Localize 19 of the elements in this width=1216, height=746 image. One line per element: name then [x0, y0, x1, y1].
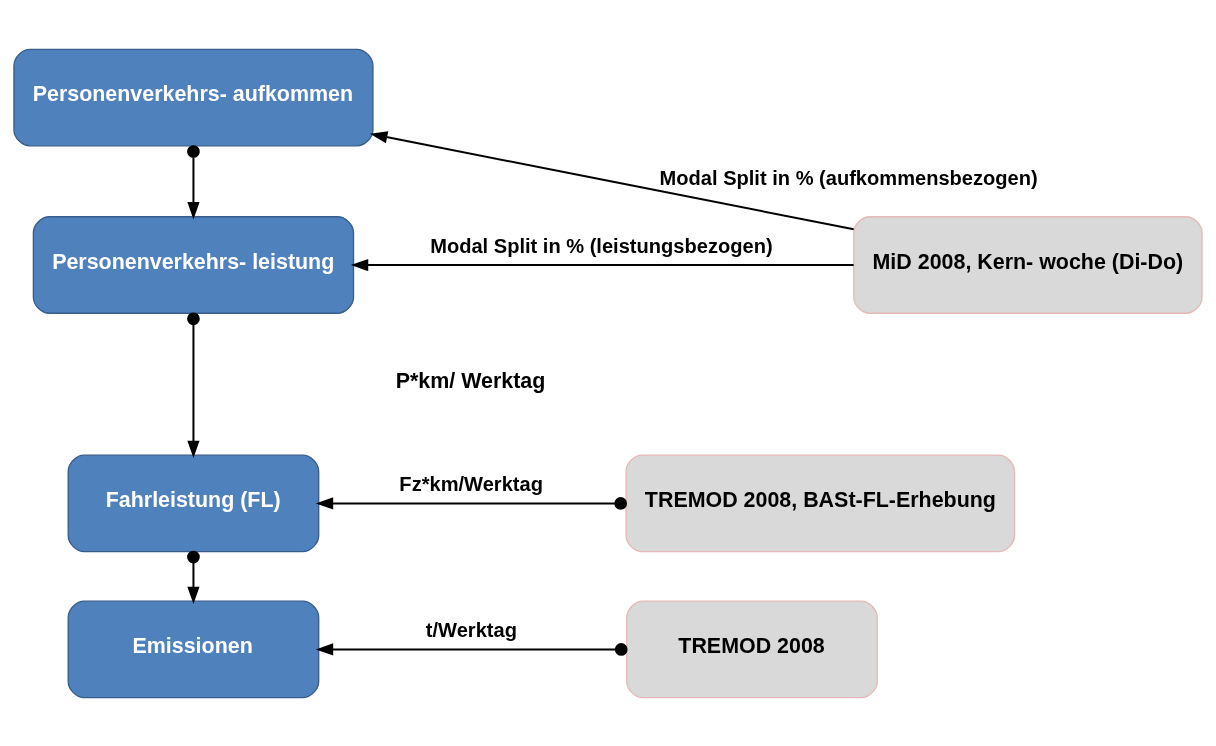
arrow — [187, 144, 200, 219]
arrow — [187, 311, 200, 458]
node-box: TREMOD 2008, BASt-FL-Erhebung — [625, 454, 1016, 552]
node-box: Fahrleistung (FL) — [67, 454, 320, 552]
node-box: Personenverkehrs- aufkommen — [13, 48, 374, 146]
arrow — [187, 550, 200, 604]
node-box: Personenverkehrs- leistung — [32, 215, 355, 314]
arrow — [315, 642, 628, 656]
node-box: Emissionen — [67, 600, 320, 698]
node-box: MiD 2008, Kern- woche (Di-Do) — [853, 215, 1203, 314]
edge-label: Modal Split in % (aufkommensbezogen) — [659, 166, 1038, 189]
node-box: TREMOD 2008 — [626, 600, 878, 698]
arrow — [370, 130, 854, 230]
label: P*km/ Werktag — [395, 368, 546, 393]
arrow — [350, 258, 854, 271]
edge-label: Modal Split in % (leistungsbezogen) — [430, 234, 773, 257]
edge-label: Fz*km/Werktag — [399, 472, 543, 495]
arrow — [315, 496, 628, 510]
edge-label: t/Werktag — [425, 618, 517, 641]
